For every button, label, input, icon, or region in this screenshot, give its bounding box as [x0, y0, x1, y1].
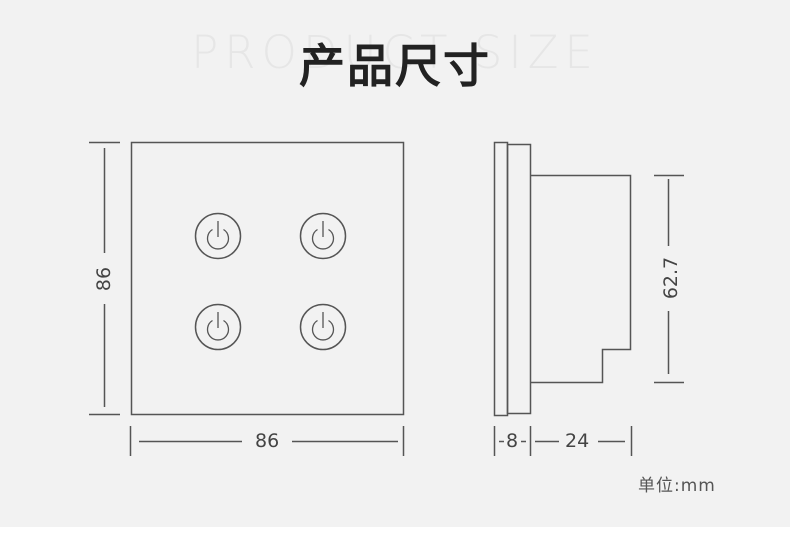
front-panel-outline: [130, 141, 405, 416]
middle-plate: [506, 143, 532, 415]
touch-button-3: [194, 303, 242, 351]
side-view-outline: [493, 141, 632, 417]
back-body: [530, 174, 632, 384]
touch-button-4: [299, 303, 347, 351]
power-icon: [206, 221, 230, 250]
width-dimension-line: [129, 426, 405, 456]
body-height-dimension-line: [654, 174, 684, 384]
front-plate: [493, 141, 509, 417]
page-title: 产品尺寸: [299, 39, 491, 93]
touch-button-1: [194, 212, 242, 260]
power-icon: [206, 312, 230, 341]
body-depth-label: 24: [565, 430, 590, 452]
watermark-title: PRODUCT SIZE: [191, 26, 599, 79]
plate-depth-label: 8: [506, 430, 519, 452]
unit-label: 单位:mm: [638, 476, 716, 496]
height-dimension-line: [89, 141, 120, 416]
front-width-label: 86: [255, 430, 280, 452]
front-height-label: 86: [93, 266, 116, 292]
power-icon: [311, 221, 335, 250]
power-icon: [311, 312, 335, 341]
touch-button-2: [299, 212, 347, 260]
depth-dimension-line: [493, 426, 633, 456]
body-height-label: 62.7: [660, 256, 683, 300]
